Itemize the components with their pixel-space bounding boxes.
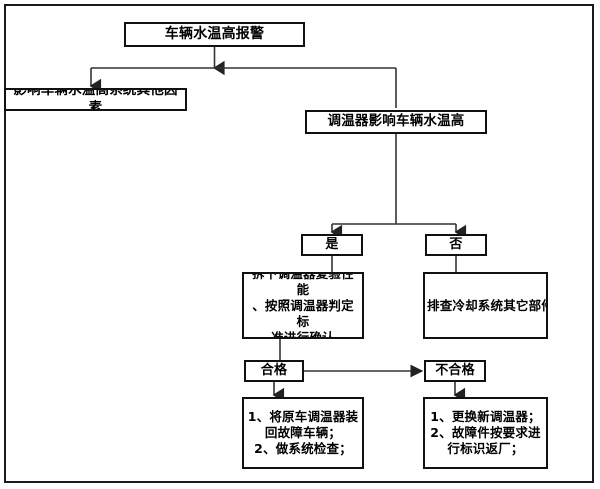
- node-remove-thermostat-retest[interactable]: 拆下调温器复验性能 、按照调温器判定标 准进行确认: [242, 272, 364, 339]
- node-vehicle-water-temp-alarm-label: 车辆水温高报警: [164, 25, 265, 42]
- node-decision-yes-label: 是: [325, 236, 339, 252]
- node-decision-yes[interactable]: 是: [301, 234, 363, 256]
- node-result-fail-label: 不合格: [435, 362, 475, 378]
- node-result-pass[interactable]: 合格: [244, 360, 304, 382]
- node-remove-thermostat-retest-label: 拆下调温器复验性能 、按照调温器判定标 准进行确认: [252, 272, 354, 339]
- node-result-pass-label: 合格: [260, 362, 288, 378]
- node-other-system-factors[interactable]: 影响车辆水温高系统其他因素: [4, 88, 187, 111]
- node-action-reinstall-original[interactable]: 1、将原车调温器装 回故障车辆； 2、做系统检查；: [242, 397, 364, 469]
- node-inspect-other-cooling-parts-label: 排查冷却系统其它部件: [427, 297, 546, 313]
- node-decision-no[interactable]: 否: [425, 234, 487, 256]
- node-thermostat-causes-high-temp[interactable]: 调温器影响车辆水温高: [305, 110, 487, 134]
- node-action-replace-and-return[interactable]: 1、更换新调温器； 2、故障件按要求进 行标识返厂；: [423, 397, 548, 469]
- node-action-replace-and-return-label: 1、更换新调温器； 2、故障件按要求进 行标识返厂；: [430, 409, 541, 456]
- node-result-fail[interactable]: 不合格: [424, 360, 486, 382]
- node-action-reinstall-original-label: 1、将原车调温器装 回故障车辆； 2、做系统检查；: [247, 409, 359, 456]
- node-inspect-other-cooling-parts[interactable]: 排查冷却系统其它部件: [423, 272, 548, 339]
- node-thermostat-causes-high-temp-label: 调温器影响车辆水温高: [327, 113, 465, 130]
- node-decision-no-label: 否: [449, 236, 463, 252]
- node-other-system-factors-label: 影响车辆水温高系统其他因素: [13, 88, 178, 111]
- node-vehicle-water-temp-alarm[interactable]: 车辆水温高报警: [124, 22, 305, 47]
